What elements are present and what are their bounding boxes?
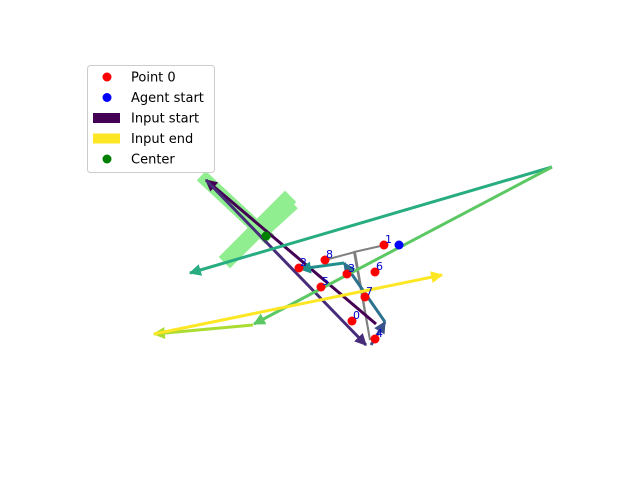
agent-path-line [324, 244, 386, 341]
point-marker-8 [320, 255, 330, 265]
point-label-3: 3 [348, 262, 355, 275]
center-marker [261, 231, 271, 241]
legend-label-4: Center [131, 153, 175, 168]
shape-stroke-2 [258, 200, 298, 238]
point-label-2: 2 [300, 256, 307, 269]
legend-swatch-3 [93, 133, 120, 144]
legend-label-3: Input end [131, 132, 193, 147]
point-marker-7 [360, 292, 370, 302]
legend-label-1: Agent start [131, 91, 204, 106]
point-label-1: 1 [385, 233, 392, 246]
point-marker-4 [370, 334, 380, 344]
legend-label-2: Input start [131, 112, 199, 127]
input-arrow-1 [204, 178, 368, 347]
point-label-5: 5 [322, 275, 329, 288]
point-label-0: 0 [353, 309, 360, 322]
arrow-layer [152, 165, 553, 347]
input-arrow-0 [205, 178, 377, 326]
legend-swatch-4 [102, 154, 112, 164]
point-marker-2 [294, 263, 304, 273]
point-label-6: 6 [376, 260, 383, 273]
point-marker-5 [316, 282, 326, 292]
legend-frame [87, 65, 215, 173]
point-label-7: 7 [366, 285, 373, 298]
input-arrow-5 [188, 165, 553, 276]
point-label-8: 8 [326, 248, 333, 261]
point-marker-3 [342, 269, 352, 279]
legend-swatch-0 [102, 72, 112, 82]
input-arrow-8 [153, 271, 444, 336]
point-layer: 0 1 2 3 4 5 67 8 [261, 231, 404, 344]
gray-path-layer [324, 244, 386, 341]
input-arrow-7 [152, 323, 254, 339]
point-label-4: 4 [376, 327, 383, 340]
point-marker-1 [379, 240, 389, 250]
legend-label-0: Point 0 [131, 71, 176, 86]
point-marker-6 [370, 267, 380, 277]
point-marker-0 [347, 316, 357, 326]
legend-swatch-1 [102, 93, 112, 102]
input-arrow-4 [298, 261, 345, 274]
legend-swatch-2 [93, 113, 120, 123]
agent-start-marker [394, 240, 404, 250]
